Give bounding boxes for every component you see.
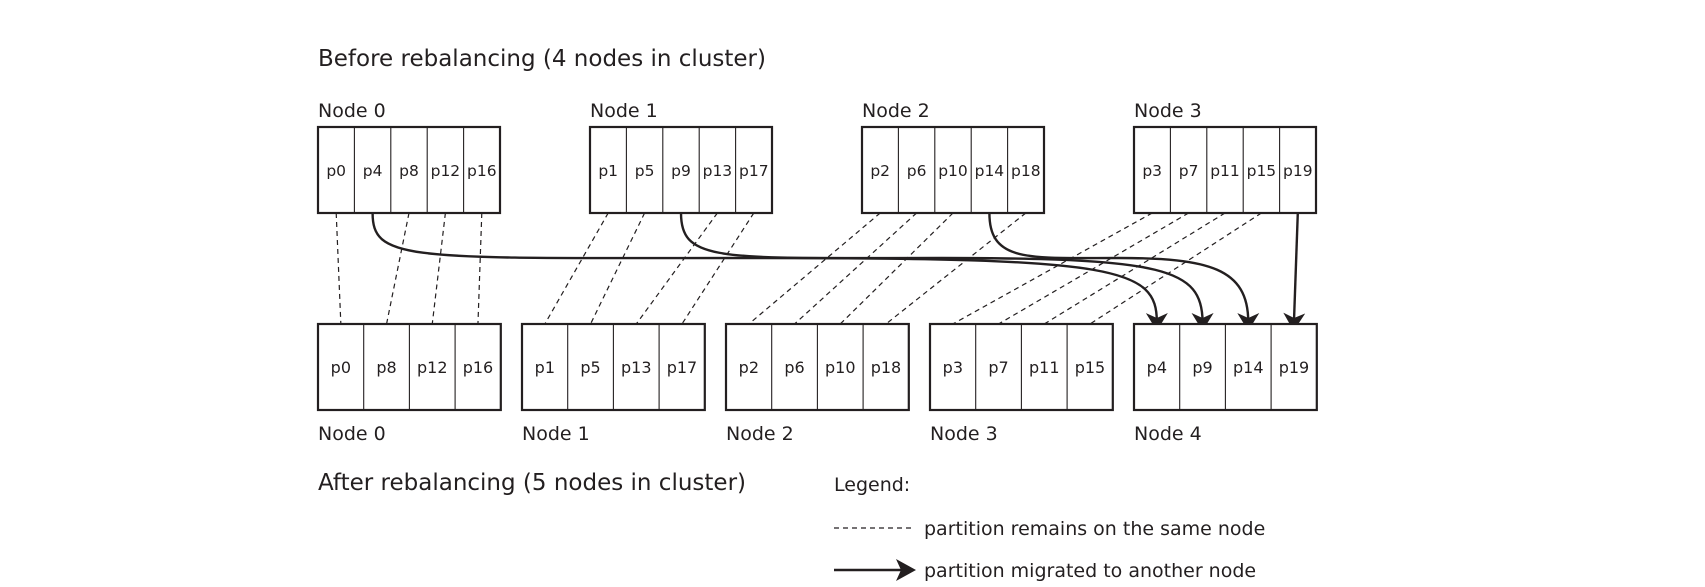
partition-label: p13 — [703, 162, 733, 180]
before-node-box — [860, 125, 1046, 215]
partition-label: p9 — [671, 162, 691, 180]
after-title: After rebalancing (5 nodes in cluster) — [318, 470, 746, 496]
before-node-box — [1132, 125, 1318, 215]
stay-line-p0 — [335, 212, 342, 325]
partition-label: p3 — [943, 358, 963, 377]
stay-line-p12 — [431, 212, 446, 325]
legend-move-label: partition migrated to another node — [924, 560, 1256, 582]
stay-line-p3 — [952, 212, 1153, 325]
partition-label: p18 — [1011, 162, 1041, 180]
after-node-label: Node 2 — [726, 423, 794, 445]
partition-label: p5 — [580, 358, 600, 377]
partition-label: p9 — [1192, 358, 1212, 377]
partition-label: p1 — [535, 358, 555, 377]
partition-label: p16 — [463, 358, 494, 377]
stay-line-p1 — [544, 212, 609, 325]
partition-label: p10 — [938, 162, 968, 180]
partition-label: p15 — [1075, 358, 1106, 377]
stay-line-p7 — [998, 212, 1189, 325]
stay-line-p16 — [477, 212, 483, 325]
legend: Legend: partition remains on the same no… — [834, 474, 1265, 582]
stay-line-p6 — [794, 212, 918, 325]
partition-label: p0 — [326, 162, 346, 180]
after-node-label: Node 0 — [318, 423, 386, 445]
before-node-label: Node 3 — [1134, 100, 1202, 122]
partition-label: p7 — [988, 358, 1008, 377]
stay-line-p10 — [839, 212, 954, 325]
partition-label: p17 — [739, 162, 769, 180]
partition-label: p17 — [667, 358, 698, 377]
before-title: Before rebalancing (4 nodes in cluster) — [318, 46, 766, 72]
migrate-arrow-p19 — [1283, 212, 1306, 331]
partition-label: p4 — [363, 162, 383, 180]
partition-label: p1 — [598, 162, 618, 180]
migrate-arrow-p14 — [988, 212, 1260, 331]
partition-label: p19 — [1283, 162, 1313, 180]
partition-label: p2 — [739, 358, 759, 377]
migrate-arrow-p4 — [371, 212, 1168, 331]
partition-label: p11 — [1029, 358, 1060, 377]
stay-line-p17 — [681, 212, 755, 325]
partition-label: p4 — [1147, 358, 1167, 377]
partition-label: p7 — [1179, 162, 1199, 180]
partition-label: p5 — [635, 162, 655, 180]
before-node-box — [316, 125, 502, 215]
stay-line-p13 — [635, 212, 718, 325]
partition-label: p12 — [417, 358, 448, 377]
partition-label: p14 — [1233, 358, 1264, 377]
before-node-label: Node 2 — [862, 100, 930, 122]
partition-label: p8 — [376, 358, 396, 377]
before-node-3: p3 p7 p11 p15 p19 Node 3 — [1132, 100, 1318, 215]
stay-line-p5 — [590, 212, 646, 325]
before-node-0: p0 p4 p8 p12 p16 Node 0 — [316, 100, 502, 215]
before-node-1: p1 p5 p9 p13 p17 Node 1 — [588, 100, 774, 215]
after-node-label: Node 3 — [930, 423, 998, 445]
before-node-label: Node 1 — [590, 100, 658, 122]
migrate-arrow-p9 — [679, 212, 1214, 331]
partition-label: p18 — [871, 358, 902, 377]
partition-label: p6 — [784, 358, 804, 377]
legend-title: Legend: — [834, 474, 910, 496]
before-node-box — [588, 125, 774, 215]
partition-label: p19 — [1279, 358, 1310, 377]
partition-label: p12 — [431, 162, 461, 180]
partition-label: p6 — [907, 162, 927, 180]
partition-label: p13 — [621, 358, 652, 377]
partition-label: p2 — [870, 162, 890, 180]
before-nodes: p0 p4 p8 p12 p16 Node 0 p1 p5 p9 p13 p17 Node 1 p2 p6… — [316, 100, 1318, 215]
stay-line-p2 — [748, 212, 881, 325]
partition-label: p3 — [1142, 162, 1162, 180]
partition-label: p10 — [825, 358, 856, 377]
after-node-label: Node 1 — [522, 423, 590, 445]
stay-line-p15 — [1089, 212, 1262, 325]
stay-line-p8 — [385, 212, 410, 325]
connections — [335, 212, 1306, 331]
after-node-label: Node 4 — [1134, 423, 1202, 445]
partition-label: p16 — [467, 162, 497, 180]
partition-label: p0 — [331, 358, 351, 377]
stay-line-p18 — [885, 212, 1027, 325]
legend-arrowhead-icon — [896, 559, 916, 581]
before-node-2: p2 p6 p10 p14 p18 Node 2 — [860, 100, 1046, 215]
partition-label: p11 — [1210, 162, 1240, 180]
stay-line-p11 — [1043, 212, 1226, 325]
partition-label: p15 — [1247, 162, 1277, 180]
partition-label: p14 — [975, 162, 1005, 180]
legend-stay-label: partition remains on the same node — [924, 518, 1265, 540]
partition-label: p8 — [399, 162, 419, 180]
before-node-label: Node 0 — [318, 100, 386, 122]
